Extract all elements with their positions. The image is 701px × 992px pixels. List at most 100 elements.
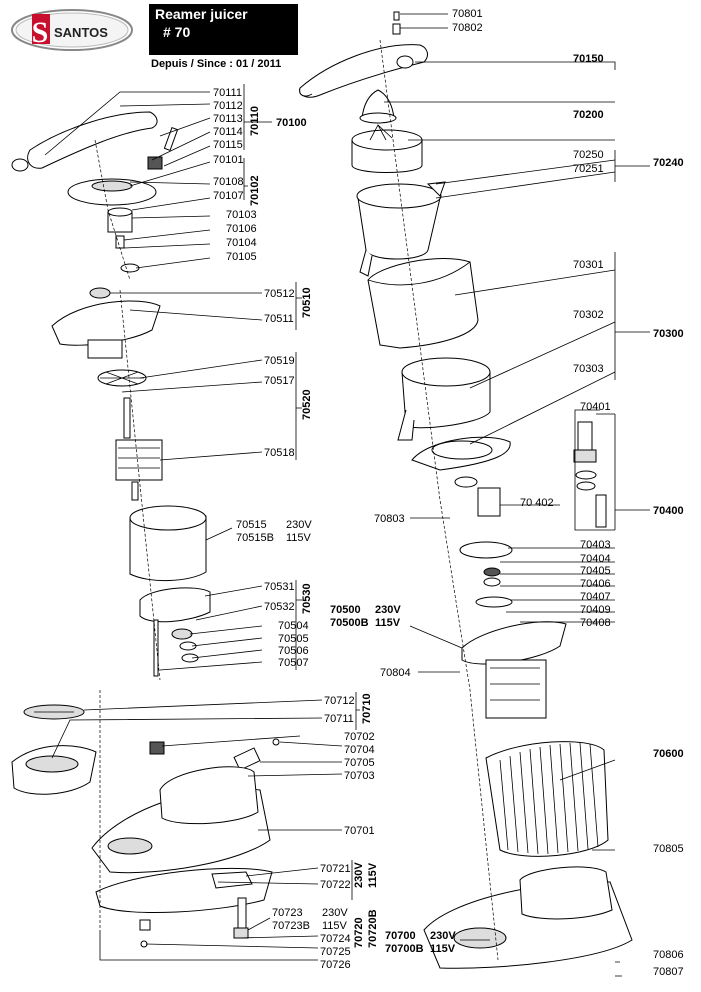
label-70600: 70600 bbox=[653, 748, 684, 760]
label-70407: 70407 bbox=[580, 591, 611, 603]
label-70302: 70302 bbox=[573, 309, 604, 321]
label-70700B-voltage: 115V bbox=[430, 943, 456, 955]
label-70515-voltage: 230V bbox=[286, 519, 312, 531]
fan-part bbox=[97, 369, 147, 387]
label-70721: 70721 bbox=[320, 863, 351, 875]
label-70515B-voltage: 115V bbox=[286, 532, 312, 544]
motor-assembly-part bbox=[461, 621, 567, 719]
label-70726: 70726 bbox=[320, 959, 351, 971]
label-70500-voltage: 230V bbox=[375, 604, 401, 616]
label-70409: 70409 bbox=[580, 604, 611, 616]
label-70404: 70404 bbox=[580, 553, 611, 565]
label-70512: 70512 bbox=[264, 288, 295, 300]
switch-part bbox=[149, 738, 280, 771]
cover-part bbox=[485, 741, 609, 857]
label-70405: 70405 bbox=[580, 565, 611, 577]
housing-part bbox=[367, 258, 479, 349]
svg-text:S: S bbox=[32, 16, 49, 49]
label-70532: 70532 bbox=[264, 601, 295, 613]
reamer-cone-part bbox=[359, 89, 397, 124]
label-70725: 70725 bbox=[320, 946, 351, 958]
brand-text: SANTOS bbox=[54, 25, 108, 40]
label-70702: 70702 bbox=[344, 731, 375, 743]
label-70711: 70711 bbox=[324, 713, 354, 725]
label-70112: 70112 bbox=[213, 100, 243, 112]
label-70804: 70804 bbox=[380, 667, 411, 679]
drip-tray-part bbox=[11, 745, 97, 795]
label-70110: 70110 bbox=[249, 106, 261, 136]
body-part bbox=[91, 766, 271, 874]
label-70519: 70519 bbox=[264, 355, 295, 367]
base-plate-part bbox=[411, 436, 511, 471]
label-70802: 70802 bbox=[452, 22, 483, 34]
label-70518: 70518 bbox=[264, 447, 295, 459]
label-70150: 70150 bbox=[573, 53, 604, 65]
label-70723B: 70723B bbox=[272, 920, 310, 932]
label-70720B-voltage: 115V bbox=[367, 862, 379, 888]
label-70408: 70408 bbox=[580, 617, 611, 629]
label-70240: 70240 bbox=[653, 157, 684, 169]
label-70710: 70710 bbox=[361, 693, 373, 724]
hub-part bbox=[107, 207, 140, 273]
label-70102: 70102 bbox=[249, 175, 261, 206]
label-70712: 70712 bbox=[324, 695, 355, 707]
assembly-axis-left-top bbox=[94, 139, 131, 281]
label-70301: 70301 bbox=[573, 259, 604, 271]
capacitor-part bbox=[139, 897, 249, 948]
label-70515: 70515 bbox=[236, 519, 267, 531]
bowl-part bbox=[356, 181, 446, 277]
cam-part bbox=[147, 126, 179, 170]
label-70507: 70507 bbox=[278, 657, 309, 669]
label-70101: 70101 bbox=[213, 154, 244, 166]
assembly-axis-left bbox=[99, 289, 161, 930]
label-70531: 70531 bbox=[264, 581, 295, 593]
since-date: Depuis / Since : 01 / 2011 bbox=[151, 58, 282, 70]
label-70510: 70510 bbox=[301, 287, 313, 318]
label-70108: 70108 bbox=[213, 176, 244, 188]
label-70700: 70700 bbox=[385, 930, 416, 942]
drum-part bbox=[397, 357, 491, 441]
screw-part bbox=[392, 11, 401, 35]
label-70801: 70801 bbox=[452, 8, 483, 20]
label-70705: 70705 bbox=[344, 757, 375, 769]
page-title: Reamer juicer bbox=[155, 6, 248, 22]
label-70400: 70400 bbox=[653, 505, 684, 517]
label-70803: 70803 bbox=[374, 513, 405, 525]
label-70406: 70406 bbox=[580, 578, 611, 590]
label-70113: 70113 bbox=[213, 113, 243, 125]
label-70720-voltage: 230V bbox=[353, 862, 365, 888]
label-70723B-voltage: 115V bbox=[322, 920, 348, 932]
label-70722: 70722 bbox=[320, 879, 351, 891]
label-70723: 70723 bbox=[272, 907, 303, 919]
label-70104: 70104 bbox=[226, 237, 257, 249]
lid-part bbox=[67, 178, 157, 206]
lever-part bbox=[299, 44, 428, 98]
label-70500: 70500 bbox=[330, 604, 361, 616]
label-70504: 70504 bbox=[278, 620, 309, 632]
label-70806: 70806 bbox=[653, 949, 684, 961]
label-70300: 70300 bbox=[653, 328, 684, 340]
label-70515B: 70515B bbox=[236, 532, 274, 544]
strainer-part bbox=[23, 704, 85, 720]
sieve-part bbox=[351, 124, 423, 173]
label-70805: 70805 bbox=[653, 843, 684, 855]
label-70724: 70724 bbox=[320, 933, 351, 945]
frame-part bbox=[139, 587, 211, 623]
label-70700B: 70700B bbox=[385, 943, 424, 955]
label-70720B: 70720B bbox=[367, 909, 379, 948]
label-70505: 70505 bbox=[278, 633, 309, 645]
bearing-part bbox=[153, 619, 199, 677]
label-70530: 70530 bbox=[301, 583, 313, 614]
label-70403: 70403 bbox=[580, 539, 611, 551]
rotor-part bbox=[115, 397, 163, 501]
base-unit-part bbox=[423, 866, 633, 969]
label-70506: 70506 bbox=[278, 645, 309, 657]
leader-lines bbox=[44, 13, 650, 977]
label-70402: 70 402 bbox=[520, 497, 554, 509]
stator-part bbox=[129, 505, 207, 581]
label-70703: 70703 bbox=[344, 770, 375, 782]
santos-logo: S SANTOS bbox=[10, 8, 134, 52]
label-70107: 70107 bbox=[213, 190, 244, 202]
label-70115: 70115 bbox=[213, 139, 243, 151]
